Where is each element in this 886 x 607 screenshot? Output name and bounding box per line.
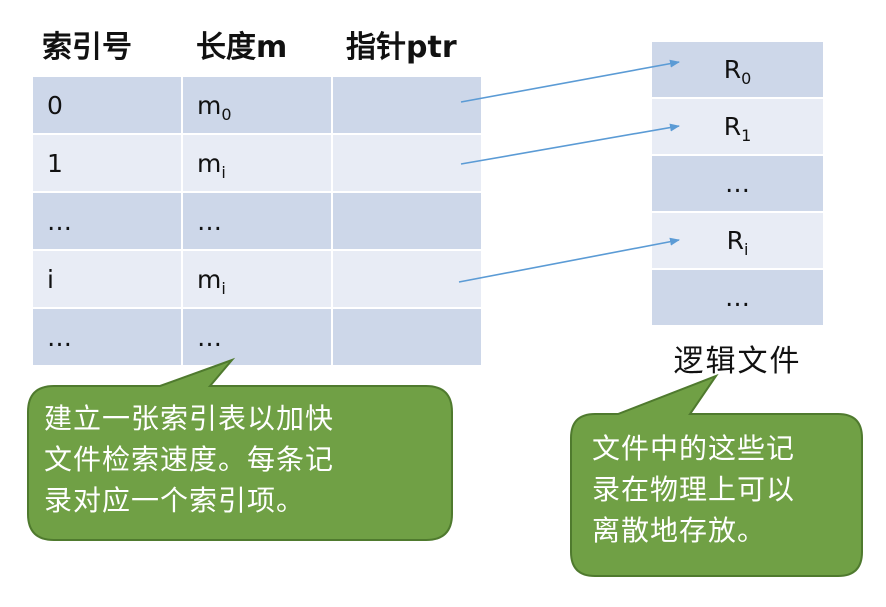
record-cell: R0: [650, 40, 825, 99]
record-row: R1: [650, 97, 825, 156]
record-cell: Ri: [650, 211, 825, 270]
table-row: 0 m0: [31, 75, 483, 135]
left-callout-text: 建立一张索引表以加快 文件检索速度。每条记 录对应一个索引项。: [44, 398, 334, 521]
record-subscript: i: [743, 240, 749, 259]
record-subscript: 1: [741, 126, 752, 145]
record-row: …: [650, 154, 825, 213]
left-callout-line: 录对应一个索引项。: [44, 484, 306, 517]
length-base: m: [197, 148, 222, 178]
record-subscript: 0: [741, 69, 752, 88]
record-cell: R1: [650, 97, 825, 156]
pointer-arrow-1: [460, 123, 680, 165]
index-cell: 0: [31, 75, 183, 135]
length-cell: mi: [181, 133, 333, 193]
length-subscript: 0: [221, 104, 232, 124]
table-row: i mi: [31, 249, 483, 309]
index-cell: 1: [31, 133, 183, 193]
header-index-number: 索引号: [42, 30, 132, 65]
length-cell: m0: [181, 75, 333, 135]
pointer-arrow-i: [458, 237, 680, 283]
length-base: m: [197, 90, 222, 120]
record-cell: …: [650, 268, 825, 327]
index-cell: i: [31, 249, 183, 309]
header-pointer: 指针ptr: [346, 30, 457, 65]
pointer-cell: [331, 75, 483, 135]
record-cell: …: [650, 154, 825, 213]
record-row: Ri: [650, 211, 825, 270]
right-callout-line: 离散地存放。: [592, 514, 767, 547]
length-base: …: [197, 206, 222, 236]
record-base: R: [723, 55, 742, 84]
pointer-cell: [331, 249, 483, 309]
record-row: R0: [650, 40, 825, 99]
right-callout-line: 录在物理上可以: [592, 473, 796, 506]
index-table: 0 m0 1 mi … … i mi … …: [31, 75, 483, 367]
record-base: …: [725, 283, 750, 312]
record-row: …: [650, 268, 825, 327]
length-cell: …: [181, 307, 333, 367]
left-callout-line: 建立一张索引表以加快: [44, 402, 335, 435]
length-cell: mi: [181, 249, 333, 309]
table-row: … …: [31, 191, 483, 251]
header-length: 长度m: [196, 30, 288, 65]
pointer-cell: [331, 307, 483, 367]
table-row: … …: [31, 307, 483, 367]
record-base: R: [726, 226, 744, 255]
length-cell: …: [181, 191, 333, 251]
length-base: m: [197, 264, 222, 294]
logical-file-caption: 逻辑文件: [673, 344, 802, 379]
length-base: …: [197, 322, 222, 352]
right-callout-line: 文件中的这些记: [592, 432, 796, 465]
pointer-arrow-0: [460, 59, 680, 103]
record-base: R: [723, 112, 742, 141]
pointer-cell: [331, 191, 483, 251]
record-base: …: [725, 169, 750, 198]
length-subscript: i: [221, 278, 226, 298]
pointer-cell: [331, 133, 483, 193]
right-callout-text: 文件中的这些记 录在物理上可以 离散地存放。: [592, 428, 795, 551]
length-subscript: i: [221, 162, 226, 182]
left-callout-line: 文件检索速度。每条记: [44, 443, 335, 476]
index-cell: …: [31, 191, 183, 251]
logical-file-records: R0 R1 … Ri …: [650, 40, 825, 327]
index-cell: …: [31, 307, 183, 367]
table-row: 1 mi: [31, 133, 483, 193]
